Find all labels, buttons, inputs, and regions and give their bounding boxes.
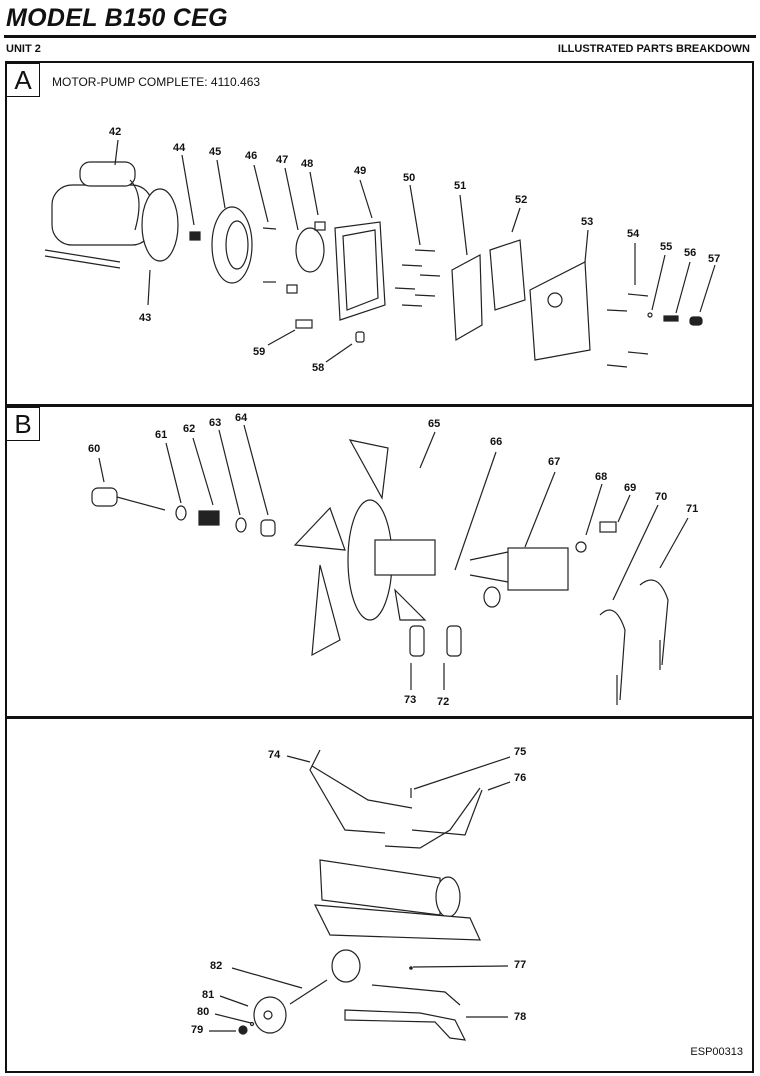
callout-42: 42 <box>109 126 122 138</box>
callout-62: 62 <box>183 423 196 435</box>
wheel-inner <box>331 949 361 983</box>
heater-body <box>313 859 481 941</box>
spring-part-56 <box>663 315 679 322</box>
callout-71: 71 <box>686 503 699 515</box>
section-b-label: B <box>6 407 40 441</box>
callout-47: 47 <box>276 154 289 166</box>
wheel-part-81 <box>253 996 287 1034</box>
callout-65: 65 <box>428 418 441 430</box>
seal-part-58 <box>355 331 365 343</box>
callout-75: 75 <box>514 746 527 758</box>
rotor-ring-part-45 <box>211 206 253 284</box>
callout-48: 48 <box>301 158 314 170</box>
spring-part-62 <box>198 510 220 526</box>
fitting-part-73 <box>409 625 425 657</box>
ball-part-55 <box>647 312 653 318</box>
nozzle-part-60 <box>91 487 166 511</box>
washer-part-66 <box>483 586 501 608</box>
screws-part-50 <box>394 249 441 307</box>
callout-82: 82 <box>210 960 223 972</box>
cover-part-53 <box>529 261 591 361</box>
callout-61: 61 <box>155 429 168 441</box>
callout-68: 68 <box>595 471 608 483</box>
gasket-part-51 <box>451 254 483 342</box>
callout-51: 51 <box>454 180 467 192</box>
washer-part-80 <box>249 1021 255 1027</box>
leader-lines <box>98 424 689 690</box>
washer-part-61 <box>175 505 187 521</box>
callout-52: 52 <box>515 194 528 206</box>
unit-label: UNIT 2 <box>6 43 41 55</box>
pump-body-part-49 <box>334 221 386 321</box>
motor-part-43 <box>44 184 179 269</box>
callout-53: 53 <box>581 216 594 228</box>
callout-72: 72 <box>437 696 450 708</box>
callout-64: 64 <box>235 412 248 424</box>
section-heading: ILLUSTRATED PARTS BREAKDOWN <box>557 43 750 55</box>
callout-77: 77 <box>514 959 527 971</box>
cable-part-71 <box>639 579 669 670</box>
handle-part-74 <box>309 749 413 834</box>
callout-57: 57 <box>708 253 721 265</box>
section-a-caption: MOTOR-PUMP COMPLETE: 4110.463 <box>52 75 261 89</box>
screw-part-69 <box>599 521 617 533</box>
callout-59: 59 <box>253 346 266 358</box>
callout-66: 66 <box>490 436 503 448</box>
axle-part-82 <box>289 979 328 1005</box>
callout-49: 49 <box>354 165 367 177</box>
cable-part-70 <box>599 609 626 705</box>
capacitor-part-42 <box>79 161 140 231</box>
callout-73: 73 <box>404 694 417 706</box>
title-rule <box>4 35 756 38</box>
callout-56: 56 <box>684 247 697 259</box>
leader-lines <box>209 755 511 1032</box>
callout-50: 50 <box>403 172 416 184</box>
section-a-label: A <box>6 63 40 97</box>
fan-part-65 <box>293 439 436 657</box>
handle-part-76 <box>384 787 483 849</box>
model-title: MODEL B150 CEG <box>6 4 228 32</box>
callout-74: 74 <box>268 749 281 761</box>
callout-63: 63 <box>209 417 222 429</box>
callout-70: 70 <box>655 491 668 503</box>
diagram-frame <box>5 61 754 1073</box>
callout-67: 67 <box>548 456 561 468</box>
callout-43: 43 <box>139 312 152 324</box>
document-code: ESP00313 <box>690 1046 743 1058</box>
callout-55: 55 <box>660 241 673 253</box>
callout-44: 44 <box>173 142 186 154</box>
fitting-part-72 <box>446 625 462 657</box>
screw-part-77 <box>409 966 413 970</box>
callout-54: 54 <box>627 228 640 240</box>
callout-80: 80 <box>197 1006 210 1018</box>
callout-46: 46 <box>245 150 258 162</box>
callout-45: 45 <box>209 146 222 158</box>
vanes-part-48 <box>286 221 326 294</box>
nut-part-68 <box>575 541 587 553</box>
leader-lines <box>114 139 716 363</box>
screw-part-46 <box>262 227 277 283</box>
callout-78: 78 <box>514 1011 527 1023</box>
bushing-part-64 <box>260 519 276 537</box>
screws-part-54 <box>606 293 649 368</box>
electrode-part-67 <box>469 547 569 591</box>
callout-76: 76 <box>514 772 527 784</box>
filter-part-52 <box>489 239 526 311</box>
callout-69: 69 <box>624 482 637 494</box>
rotor-part-47 <box>295 227 325 273</box>
coupling-part-44 <box>189 231 201 241</box>
cap-part-79 <box>238 1025 248 1035</box>
foot-part-78 <box>344 984 467 1041</box>
washer-part-63 <box>235 517 247 533</box>
callout-58: 58 <box>312 362 325 374</box>
callout-79: 79 <box>191 1024 204 1036</box>
fitting-part-59 <box>295 319 313 329</box>
callout-60: 60 <box>88 443 101 455</box>
section-divider-a-b <box>5 404 754 407</box>
plug-part-57 <box>689 316 703 326</box>
callout-81: 81 <box>202 989 215 1001</box>
section-divider-b-c <box>5 716 754 719</box>
